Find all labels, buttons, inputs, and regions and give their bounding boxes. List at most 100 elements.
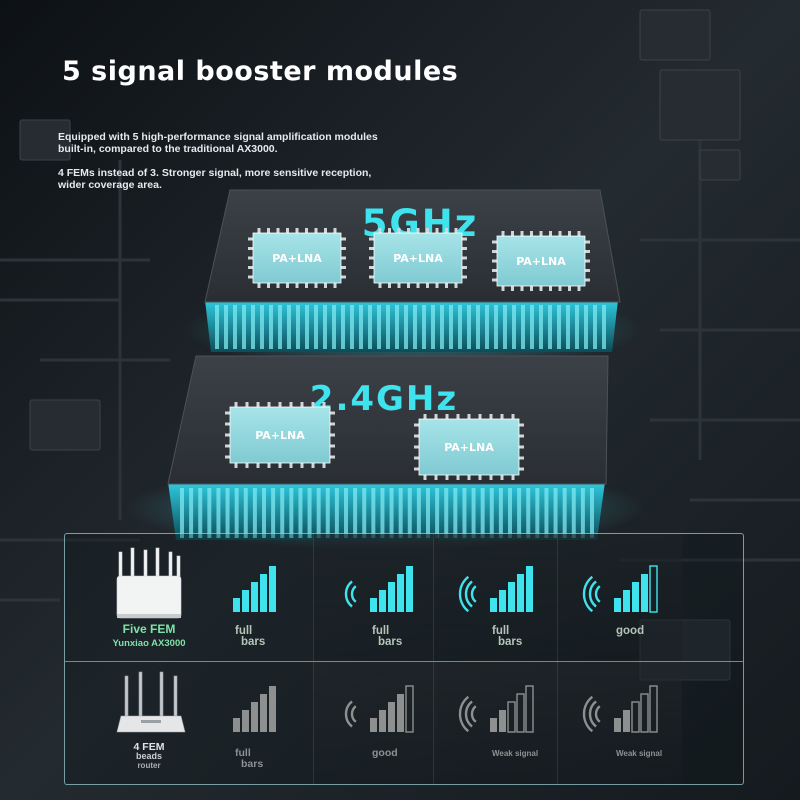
signal-bar: [614, 718, 621, 732]
wave-arc: [594, 585, 601, 603]
signal-bar: [388, 702, 395, 732]
signal-bar: [251, 582, 258, 612]
signal-bar: [490, 598, 497, 612]
signal-bar: [405, 685, 414, 733]
signal-bar: [508, 582, 515, 612]
signal-bar: [370, 718, 377, 732]
wave-arc: [458, 695, 470, 733]
bottom-signal-cell-4: Weak signal: [557, 662, 682, 784]
five-fem-router-image: [116, 547, 182, 619]
four-fem-router: router: [137, 761, 161, 770]
fem-paragraph: 4 FEMs instead of 3. Stronger signal, mo…: [58, 167, 372, 191]
signal-label-line1: full: [235, 625, 253, 637]
wave-arc: [464, 580, 473, 608]
signal-label-line1: good: [616, 625, 645, 637]
signal-bar: [233, 718, 240, 732]
signal-icon: [582, 685, 658, 733]
wave-arc: [582, 575, 594, 613]
signal-bar: [623, 710, 630, 732]
signal-label-line2: bars: [241, 636, 266, 648]
wave-arc: [350, 585, 357, 603]
signal-bar: [516, 693, 525, 733]
top-signal-cell-4: good: [557, 534, 682, 661]
signal-icon: [458, 566, 533, 613]
signal-bar: [499, 590, 506, 612]
row-divider: [65, 661, 743, 662]
wave-arc: [344, 580, 353, 608]
signal-label-line1: Weak signal: [616, 749, 663, 758]
pa-lna-chip: [252, 232, 342, 284]
signal-bar: [260, 574, 267, 612]
signal-bar: [251, 702, 258, 732]
signal-bar: [499, 710, 506, 732]
signal-bar: [517, 574, 524, 612]
signal-label-line2: bars: [498, 636, 523, 648]
comparison-panel: Five FEM Yunxiao AX3000 4 FEM beads rout…: [64, 533, 744, 785]
signal-bar: [379, 710, 386, 732]
signal-label-line1: full: [492, 625, 510, 637]
signal-bar: [242, 710, 249, 732]
signal-label-line1: good: [372, 747, 398, 759]
signal-label: good: [372, 748, 398, 759]
wave-arc: [594, 705, 601, 723]
signal-bar: [269, 566, 276, 612]
signal-bar: [260, 694, 267, 732]
page-title: 5 signal booster modules: [62, 56, 459, 87]
pa-lna-chip: [373, 232, 463, 284]
signal-bar: [388, 582, 395, 612]
signal-label: Weak signal: [492, 748, 538, 759]
signal-bar: [526, 566, 533, 612]
wave-arc: [588, 580, 597, 608]
signal-bar: [370, 598, 377, 612]
signal-bar: [649, 685, 658, 733]
five-fem-model: Yunxiao AX3000: [112, 638, 186, 649]
pa-lna-chip: [496, 235, 586, 287]
signal-bar: [631, 701, 640, 733]
wave-arc: [582, 695, 594, 733]
signal-bar: [623, 590, 630, 612]
signal-bar: [406, 566, 413, 612]
intro-paragraph: Equipped with 5 high-performance signal …: [58, 131, 378, 155]
pa-lna-label: PA+LNA: [272, 252, 322, 265]
four-fem-beads: beads: [135, 751, 162, 761]
signal-bar: [397, 574, 404, 612]
signal-bar: [507, 701, 516, 733]
signal-bar: [632, 582, 639, 612]
wave-arc: [464, 700, 473, 728]
signal-icon: [233, 566, 276, 612]
wave-arc: [470, 585, 477, 603]
pa-lna-chip: [229, 406, 331, 464]
signal-icon: [458, 685, 534, 733]
pa-lna-label: PA+LNA: [444, 441, 494, 454]
signal-label: good: [616, 625, 645, 637]
four-fem-label: 4 FEM beads router: [69, 742, 229, 770]
five-fem-label: Five FEM Yunxiao AX3000: [69, 622, 229, 649]
wave-arc: [458, 575, 470, 613]
signal-icon: [344, 685, 414, 733]
signal-bar: [242, 590, 249, 612]
signal-label: Weak signal: [616, 748, 662, 759]
signal-label-line1: Weak signal: [492, 749, 539, 758]
signal-label-line1: full: [372, 625, 390, 637]
four-fem-name: 4 FEM: [133, 741, 165, 753]
signal-bar: [379, 590, 386, 612]
signal-label-line1: full: [235, 747, 251, 759]
signal-bar: [614, 598, 621, 612]
wave-arc: [344, 700, 353, 728]
signal-bar: [640, 693, 649, 733]
signal-bar: [490, 718, 497, 732]
pa-lna-label: PA+LNA: [255, 429, 305, 442]
bottom-signal-cell-2: good: [313, 662, 438, 784]
signal-icon: [582, 565, 658, 613]
pa-lna-chip: [418, 418, 520, 476]
five-fem-name: Five FEM: [122, 622, 176, 636]
signal-label-line2: bars: [241, 758, 264, 770]
